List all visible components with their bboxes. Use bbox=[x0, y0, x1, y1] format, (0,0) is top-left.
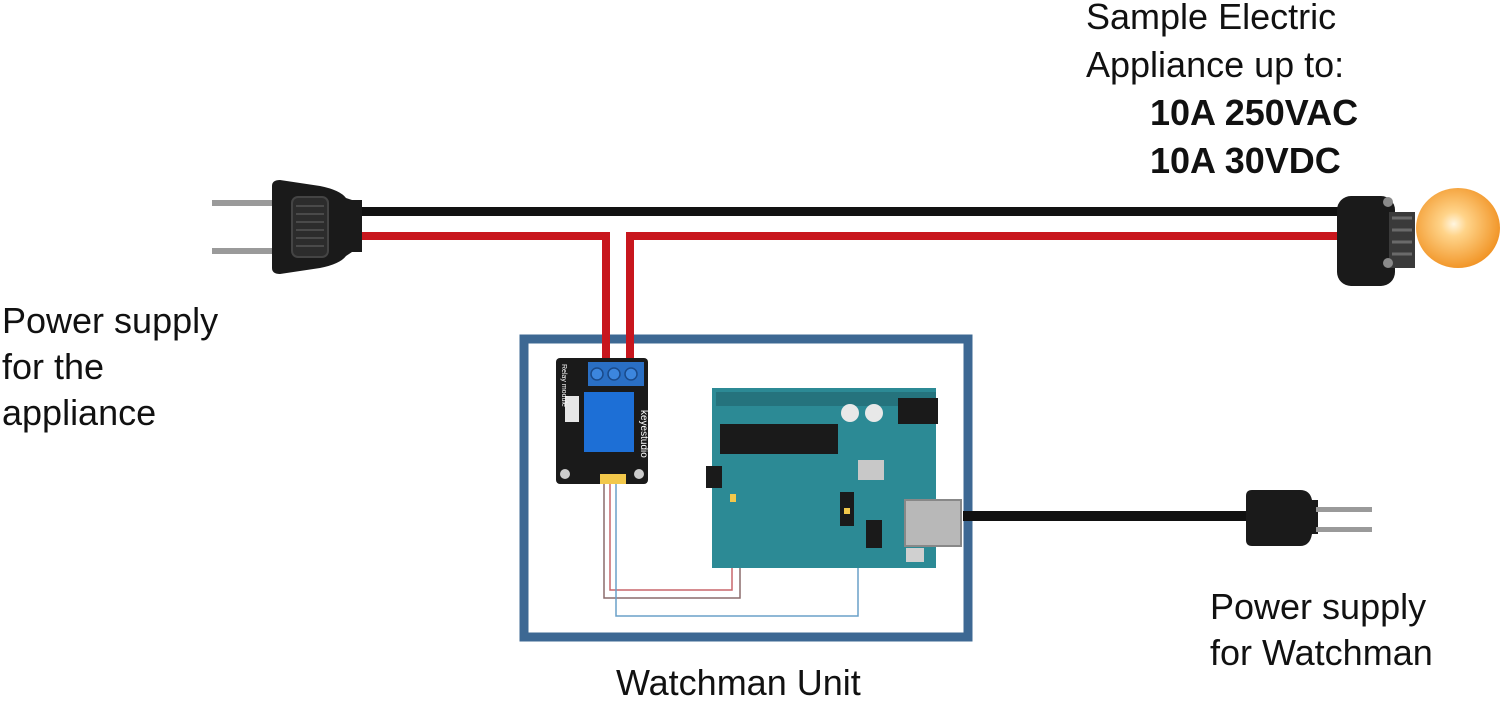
power-supply-watchman-line1: Power supply bbox=[1210, 586, 1427, 627]
relay-brand-label: keyestudio bbox=[638, 410, 649, 458]
watchman-cable bbox=[963, 511, 1248, 521]
mains-wires bbox=[358, 207, 1343, 358]
appliance-title-line1: Sample Electric bbox=[1086, 0, 1337, 37]
rating-ac: 10A 250VAC bbox=[1150, 92, 1359, 133]
live-wire-from-relay bbox=[626, 232, 1343, 358]
power-supply-appliance-line3: appliance bbox=[2, 392, 157, 433]
signal-wires bbox=[603, 484, 859, 617]
power-supply-appliance-line1: Power supply bbox=[2, 300, 219, 341]
watchman-unit-label: Watchman Unit bbox=[616, 662, 861, 703]
rating-dc: 10A 30VDC bbox=[1150, 140, 1341, 181]
power-supply-watchman-line2: for Watchman bbox=[1210, 632, 1433, 673]
relay-module: keyestudio Relay module bbox=[556, 358, 649, 484]
watchman-unit-frame bbox=[519, 334, 973, 642]
appliance-title-line2: Appliance up to: bbox=[1086, 44, 1345, 85]
relay-name-label: Relay module bbox=[560, 364, 567, 407]
light-bulb-icon bbox=[1337, 188, 1500, 286]
neutral-wire bbox=[358, 207, 1343, 216]
appliance-plug-icon bbox=[212, 180, 362, 274]
arduino-board bbox=[706, 388, 962, 568]
live-wire-to-relay bbox=[358, 232, 610, 358]
power-supply-appliance-line2: for the bbox=[2, 346, 105, 387]
watchman-plug-icon bbox=[1246, 490, 1372, 546]
